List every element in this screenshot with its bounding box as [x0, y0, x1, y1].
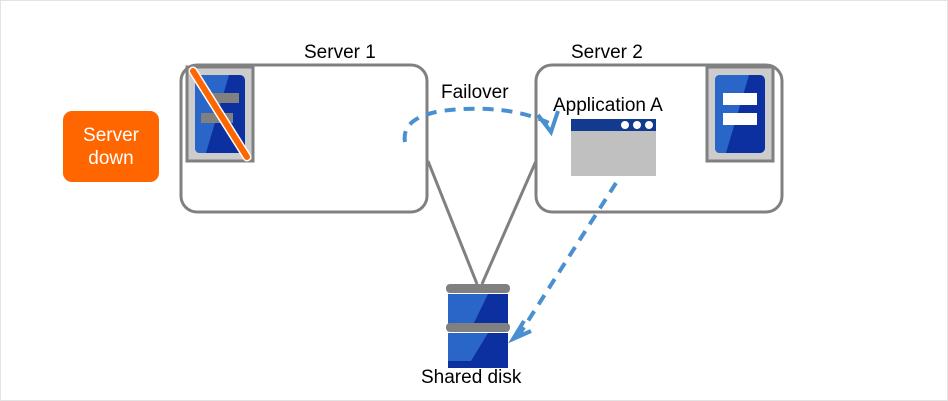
shared-disk-icon [446, 284, 510, 368]
failover-label: Failover [441, 82, 509, 103]
server1-title: Server 1 [304, 42, 376, 63]
server2-title: Server 2 [571, 42, 643, 63]
server-down-icon [185, 65, 255, 163]
shared-disk-label: Shared disk [421, 367, 522, 388]
status-badge-line1: Server [83, 124, 139, 146]
status-badge-server-down: Server down [63, 111, 159, 182]
server-ok-icon [705, 65, 775, 163]
connector-line-server2-to-disk [480, 160, 538, 285]
dashed-straight-arrow-icon [507, 181, 618, 344]
application-label: Application A [553, 95, 663, 116]
app-window-icon [571, 119, 656, 176]
dashed-curved-arrow-icon [402, 106, 560, 143]
connector-line-server1-to-disk [426, 160, 479, 285]
status-badge-line2: down [88, 147, 134, 169]
